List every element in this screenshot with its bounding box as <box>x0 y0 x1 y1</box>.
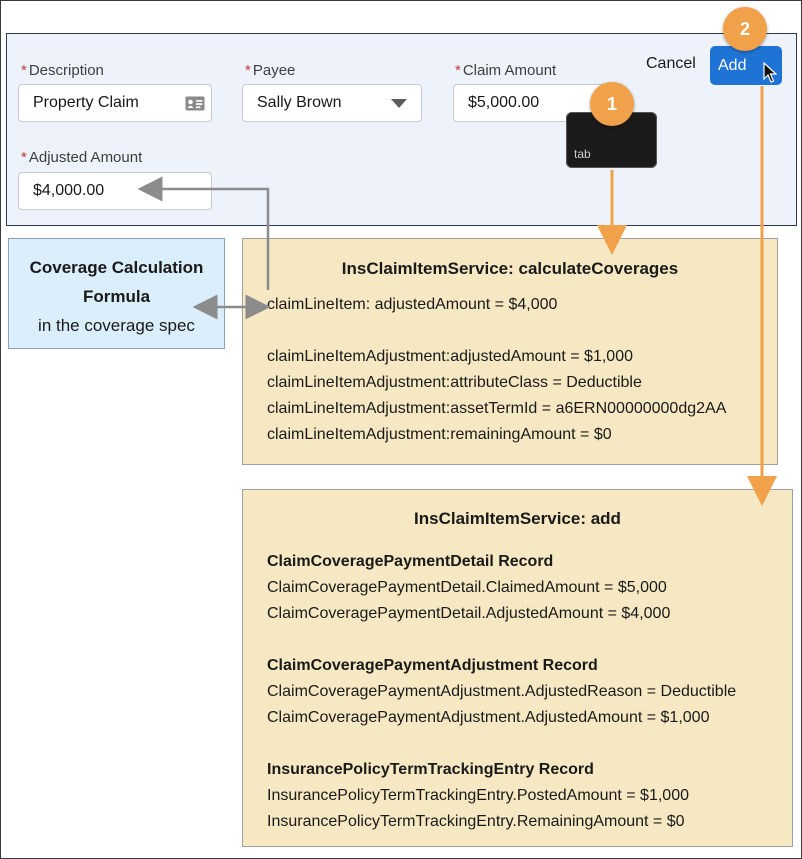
tab-key-label: tab <box>574 147 591 161</box>
calculate-coverages-title: InsClaimItemService: calculateCoverages <box>341 259 679 278</box>
required-marker: * <box>455 62 461 79</box>
claim-amount-label-text: Claim Amount <box>462 62 557 79</box>
add-service-box: InsClaimItemService: add ClaimCoveragePa… <box>242 489 793 847</box>
claim-amount-label: *Claim Amount <box>455 62 556 79</box>
record-line: ClaimCoveragePaymentAdjustment.AdjustedA… <box>267 709 710 726</box>
payee-select[interactable]: Sally Brown <box>242 84 422 122</box>
record-line: ClaimCoveragePaymentDetail.AdjustedAmoun… <box>267 605 671 622</box>
record-heading: ClaimCoveragePaymentAdjustment Record <box>267 657 598 674</box>
adjusted-amount-field[interactable]: $4,000.00 <box>18 172 212 210</box>
add-service-title: InsClaimItemService: add <box>414 509 621 528</box>
adjusted-amount-value: $4,000.00 <box>33 182 105 199</box>
description-label: *Description <box>21 62 104 79</box>
payee-label-text: Payee <box>252 62 296 79</box>
formula-line-2: Formula <box>82 287 151 306</box>
contact-card-icon <box>185 96 205 110</box>
record-heading: ClaimCoveragePaymentDetail Record <box>267 553 554 570</box>
record-heading: InsurancePolicyTermTrackingEntry Record <box>267 761 594 778</box>
calculate-line: claimLineItemAdjustment:attributeClass =… <box>267 374 642 391</box>
calculate-line: claimLineItem: adjustedAmount = $4,000 <box>267 296 558 313</box>
required-marker: * <box>21 62 27 79</box>
formula-line-1: Coverage Calculation <box>29 258 204 277</box>
coverage-formula-box: Coverage Calculation Formula in the cove… <box>8 238 225 349</box>
chevron-down-icon <box>391 98 407 108</box>
description-value: Property Claim <box>33 94 139 111</box>
cancel-button[interactable]: Cancel <box>646 55 696 72</box>
payee-value: Sally Brown <box>257 94 342 111</box>
claim-amount-value: $5,000.00 <box>468 94 540 111</box>
description-field[interactable]: Property Claim <box>18 84 212 122</box>
step-2-badge: 2 <box>723 7 767 51</box>
formula-line-3: in the coverage spec <box>38 316 195 335</box>
required-marker: * <box>21 149 27 166</box>
payee-label: *Payee <box>245 62 295 79</box>
calculate-line: claimLineItemAdjustment:adjustedAmount =… <box>267 348 633 365</box>
step-1-badge: 1 <box>590 82 634 126</box>
tab-key: tab <box>566 112 657 168</box>
description-label-text: Description <box>28 62 104 79</box>
record-line: InsurancePolicyTermTrackingEntry.PostedA… <box>267 787 689 804</box>
calculate-line: claimLineItemAdjustment:assetTermId = a6… <box>267 400 727 417</box>
calculate-coverages-box: InsClaimItemService: calculateCoverages … <box>242 238 778 465</box>
adjusted-amount-label: *Adjusted Amount <box>21 149 142 166</box>
required-marker: * <box>245 62 251 79</box>
record-line: ClaimCoveragePaymentAdjustment.AdjustedR… <box>267 683 737 700</box>
mouse-cursor-icon <box>763 62 777 83</box>
record-line: ClaimCoveragePaymentDetail.ClaimedAmount… <box>267 579 667 596</box>
adjusted-amount-label-text: Adjusted Amount <box>28 149 143 166</box>
record-line: InsurancePolicyTermTrackingEntry.Remaini… <box>267 813 685 830</box>
calculate-line: claimLineItemAdjustment:remainingAmount … <box>267 426 612 443</box>
